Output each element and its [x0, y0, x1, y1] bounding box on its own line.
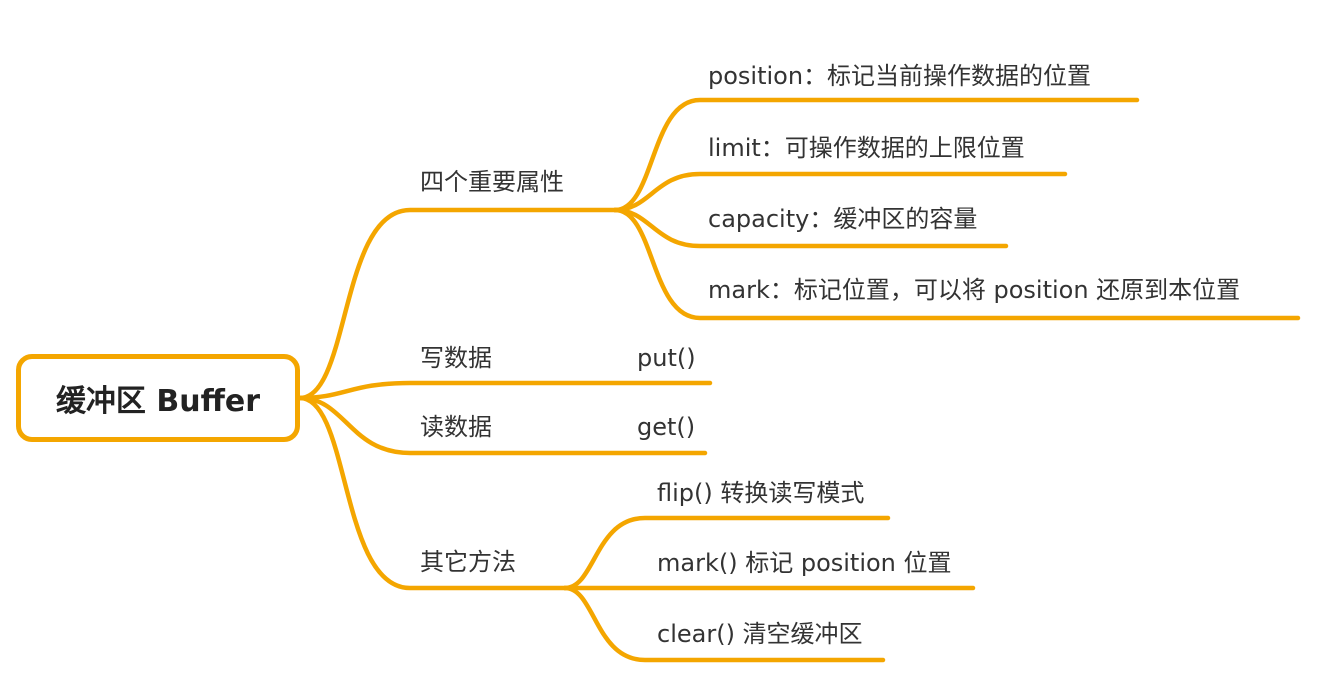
branch-attributes-label[interactable]: 四个重要属性: [420, 168, 564, 196]
attr-limit[interactable]: limit：可操作数据的上限位置: [708, 134, 1025, 162]
connector-attr-position: [612, 97, 1140, 213]
method-mark[interactable]: mark() 标记 position 位置: [657, 549, 952, 577]
branch-read-method[interactable]: get(): [637, 413, 696, 441]
connector-root-write: [297, 380, 713, 401]
branch-write-label[interactable]: 写数据: [420, 344, 492, 372]
connector-root-read: [297, 395, 708, 456]
branch-read-label[interactable]: 读数据: [420, 413, 492, 441]
connector-root-attributes: [297, 207, 618, 401]
attr-capacity[interactable]: capacity：缓冲区的容量: [708, 205, 978, 233]
connector-root-other: [297, 395, 568, 591]
method-clear[interactable]: clear() 清空缓冲区: [657, 620, 863, 648]
connector-attr-limit: [612, 171, 1068, 213]
attr-mark[interactable]: mark：标记位置，可以将 position 还原到本位置: [708, 276, 1241, 304]
root-label: 缓冲区 Buffer: [55, 384, 261, 419]
branch-other-label[interactable]: 其它方法: [420, 548, 516, 576]
connector-other-clear: [562, 585, 886, 663]
attr-position[interactable]: position：标记当前操作数据的位置: [708, 62, 1092, 90]
root-node[interactable]: 缓冲区 Buffer: [16, 354, 300, 442]
connector-other-flip: [562, 515, 891, 591]
branch-write-method[interactable]: put(): [637, 344, 696, 372]
connector-attr-mark: [612, 207, 1301, 321]
method-flip[interactable]: flip() 转换读写模式: [657, 479, 865, 507]
